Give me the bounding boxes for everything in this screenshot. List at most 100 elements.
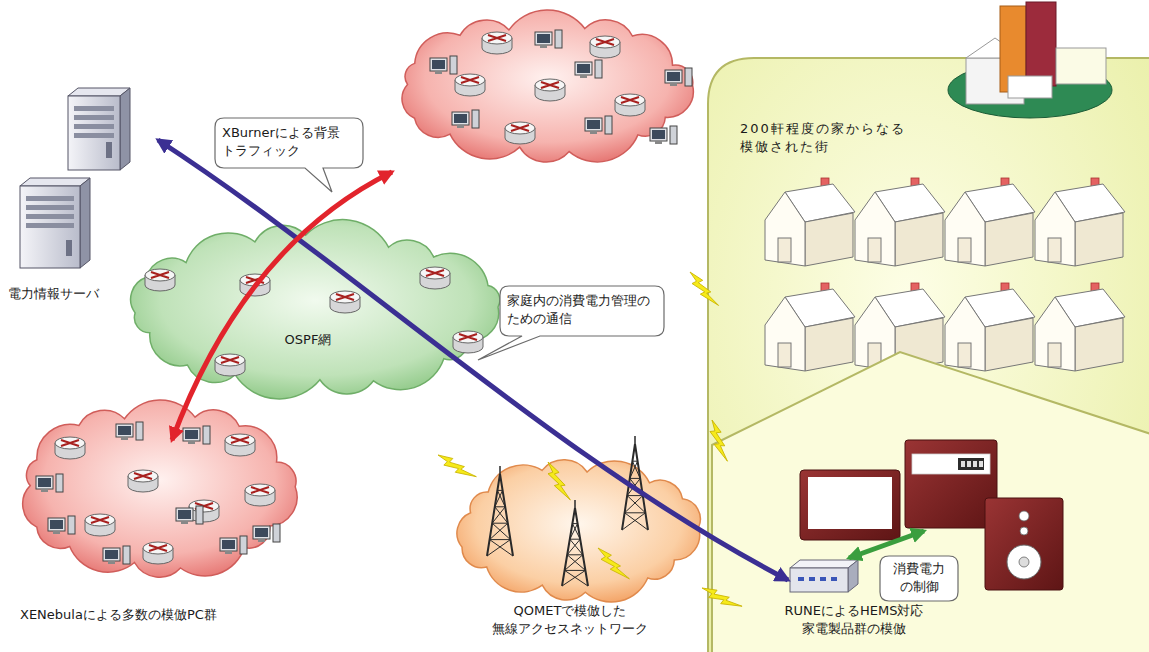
pc-screen [667,72,680,81]
front-wall [945,192,985,266]
pc-stand [121,437,128,440]
church-icon [948,2,1112,118]
pc-icon [430,56,457,74]
door [778,343,791,367]
server-slot [26,205,74,210]
router-icon [453,331,483,353]
church-front [1008,76,1052,98]
speaker-tweeter [1020,527,1028,535]
pc-icon [535,30,562,48]
front-wall [855,192,895,266]
door [1048,238,1061,262]
gateway-side [848,560,858,592]
diagram-node: RUNEによるHEMS対応 家電製品群の模倣消費電力 の制御 [712,350,1149,652]
router-top [128,470,158,482]
server-side [120,88,130,170]
town-region [708,58,1149,652]
front-wall [765,297,805,371]
pc-icon [253,524,280,542]
pc-icon [452,110,479,128]
router-arrows [488,35,506,41]
house-icon [1035,283,1125,371]
server-slot [74,124,114,129]
radio-bolt [438,449,476,482]
house-icon [945,283,1035,371]
router-top [215,354,245,366]
router-top [453,331,483,343]
pc-stand [580,75,587,78]
pc-icon [575,60,602,78]
router-top [245,484,275,496]
node-label: 200軒程度の家からなる 模倣された街 [740,120,930,155]
pc-icon [176,506,203,524]
pc-tower [450,56,457,74]
pc-screen [255,528,268,537]
pc-monitor [650,128,667,141]
pc-icon [36,474,63,492]
side-wall [895,213,943,266]
pc-monitor [430,58,447,71]
door [958,343,971,367]
pc-monitor [103,548,120,561]
pc-monitor [220,538,237,551]
pc-cloud [402,10,693,162]
pc-stand [225,551,232,554]
meter-body [905,440,997,528]
speaker-woofer [1007,545,1041,579]
pc-screen [537,34,550,43]
cloud-outline [23,400,297,577]
pc-icon [116,422,143,440]
door [958,238,971,262]
pc-tower [123,546,130,564]
router-arrows [541,82,559,88]
cloud-outline [402,10,693,162]
door [868,238,881,262]
diagram-node: QOMETで模倣した 無線アクセスネットワーク [440,462,705,644]
router-top [455,74,485,86]
pc-stand [188,441,195,444]
router-arrows [246,277,264,283]
house-icon [1035,178,1125,266]
node-label: OSPF網 [268,331,348,349]
tv-screen [808,477,892,529]
node-label: XBurnerによる背景 トラフィック [222,124,356,159]
meter-display [958,458,984,470]
side-wall [1075,318,1123,371]
pc-stand [181,521,188,524]
node-label: 電力情報サーバ [8,285,158,303]
diagram-node: XENebulaによる多数の模倣PC群 [8,398,308,638]
tower-braces [562,524,588,586]
pc-tower [605,116,612,134]
speaker-body [985,498,1063,590]
router-top [225,434,255,446]
node-label: RUNEによるHEMS対応 家電製品群の模倣 [774,602,934,637]
pc-icon [48,516,75,534]
router-icon [225,434,255,456]
meter-digit [967,461,971,467]
router-icon [330,291,360,313]
pc-tower [56,474,63,492]
pc-tower [595,60,602,78]
speaker-cone [1019,557,1029,567]
pc-monitor [116,424,133,437]
pc-screen [185,430,198,439]
tower-antenna [574,500,576,508]
server-icon [68,88,130,170]
pc-tower [68,516,75,534]
node-shape [712,350,1149,652]
pc-tower [196,506,203,524]
router-top [240,274,270,286]
router-icon [455,74,485,96]
router-top [55,437,85,449]
gateway-led [798,577,804,581]
diagram-node: 電力情報サーバ [8,80,158,305]
router-arrows [596,39,614,45]
router-arrows [426,270,444,276]
pc-monitor [36,476,53,489]
pc-tower [136,422,143,440]
pc-stand [590,131,597,134]
pc-stand [655,141,662,144]
callout-bubble [478,286,664,360]
